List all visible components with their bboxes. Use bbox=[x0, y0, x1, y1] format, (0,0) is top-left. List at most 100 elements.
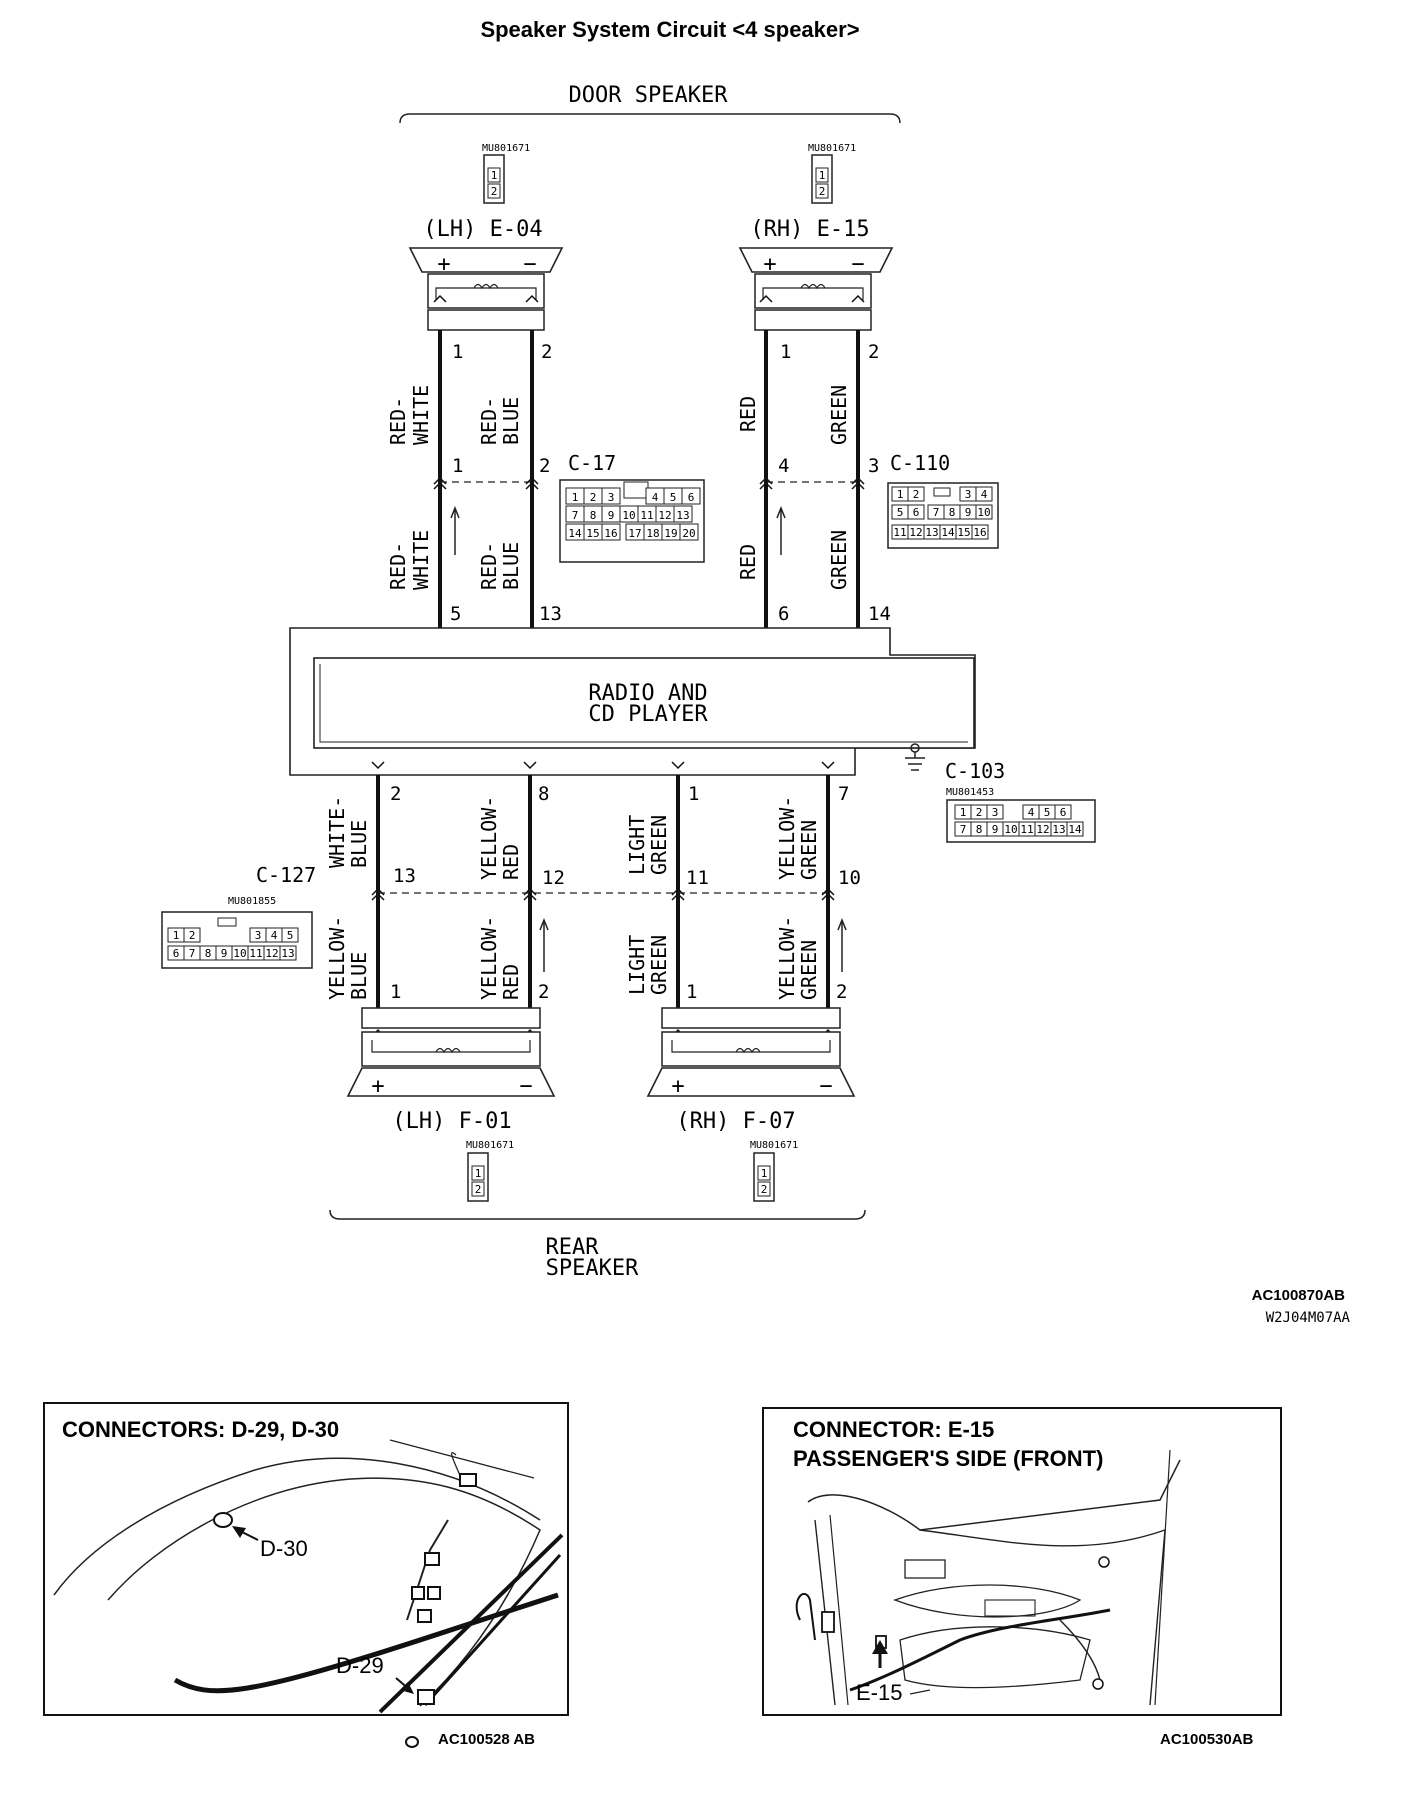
svg-text:2: 2 bbox=[761, 1183, 768, 1196]
connector-pin-label: 8 bbox=[590, 509, 597, 522]
svg-text:13: 13 bbox=[539, 603, 562, 625]
svg-text:13: 13 bbox=[393, 865, 416, 887]
svg-text:8: 8 bbox=[538, 783, 549, 805]
connector-pin-label: 10 bbox=[233, 947, 246, 960]
connector-pin-label: 10 bbox=[1004, 823, 1017, 836]
svg-text:GREEN: GREEN bbox=[827, 530, 851, 590]
connector-pin-label: 1 bbox=[173, 929, 180, 942]
connector-pin-label: 7 bbox=[933, 506, 940, 519]
svg-text:2: 2 bbox=[541, 341, 552, 363]
connector-cell bbox=[1066, 821, 1084, 837]
svg-text:RED: RED bbox=[736, 544, 760, 580]
svg-text:5: 5 bbox=[450, 603, 461, 625]
rear-speaker-label-line1: REAR bbox=[546, 1235, 600, 1260]
front-direction-arrows bbox=[450, 505, 786, 555]
rear-speaker-label-line2: SPEAKER bbox=[546, 1256, 639, 1281]
c110-label: C-110 bbox=[890, 451, 950, 475]
svg-text:6: 6 bbox=[778, 603, 789, 625]
svg-text:RED-: RED- bbox=[477, 542, 501, 590]
svg-text:YELLOW-: YELLOW- bbox=[477, 916, 501, 1000]
rear-chevrons bbox=[371, 761, 835, 1037]
svg-text:1: 1 bbox=[780, 341, 791, 363]
speaker-lh-front: (LH) E-04 + − bbox=[408, 217, 564, 331]
connector-pin-label: 7 bbox=[572, 509, 579, 522]
svg-text:RED-: RED- bbox=[477, 397, 501, 445]
svg-text:1: 1 bbox=[761, 1167, 768, 1180]
f07-connector-symbol: MU801671 1 2 bbox=[750, 1140, 798, 1202]
connector-pin-label: 16 bbox=[973, 526, 986, 539]
svg-text:WHITE: WHITE bbox=[409, 385, 433, 445]
connector-pin-label: 3 bbox=[608, 491, 615, 504]
connector-pin-label: 11 bbox=[640, 509, 653, 522]
svg-text:2: 2 bbox=[819, 185, 826, 198]
speaker-rh-rear: + − (RH) F-07 bbox=[646, 1007, 856, 1134]
svg-text:1: 1 bbox=[475, 1167, 482, 1180]
connector-pin-label: 12 bbox=[1036, 823, 1049, 836]
connector-pin-label: 4 bbox=[1028, 806, 1035, 819]
panel-right-code: AC100530AB bbox=[1160, 1731, 1254, 1748]
door-speaker-bracket bbox=[399, 113, 901, 124]
connector-pin-label: 2 bbox=[976, 806, 983, 819]
connector-pin-label: 5 bbox=[897, 506, 904, 519]
connector-pin-label: 9 bbox=[965, 506, 972, 519]
svg-text:MU801671: MU801671 bbox=[750, 1140, 798, 1151]
speaker-lh-rear-label: (LH) F-01 bbox=[392, 1109, 511, 1134]
svg-text:BLUE: BLUE bbox=[347, 952, 371, 1000]
speaker-rh-front: (RH) E-15 + − bbox=[738, 217, 894, 331]
connector-pin-label: 6 bbox=[1060, 806, 1067, 819]
svg-text:+: + bbox=[371, 1074, 384, 1099]
diagram-title: Speaker System Circuit <4 speaker> bbox=[480, 17, 859, 42]
connector-pin-label: 4 bbox=[271, 929, 278, 942]
svg-text:YELLOW-: YELLOW- bbox=[775, 916, 799, 1000]
connector-pin-label: 3 bbox=[965, 488, 972, 501]
connector-pin-label: 1 bbox=[572, 491, 579, 504]
svg-text:1: 1 bbox=[390, 981, 401, 1003]
svg-text:GREEN: GREEN bbox=[797, 940, 821, 1000]
svg-text:GREEN: GREEN bbox=[797, 820, 821, 880]
svg-text:1: 1 bbox=[452, 455, 463, 477]
connector-pin-label: 15 bbox=[957, 526, 970, 539]
svg-text:+: + bbox=[671, 1074, 684, 1099]
svg-text:RED: RED bbox=[499, 844, 523, 880]
connector-pin-label: 10 bbox=[977, 506, 990, 519]
connector-cell bbox=[975, 504, 993, 520]
connector-pin-label: 5 bbox=[287, 929, 294, 942]
connector-pin-label: 19 bbox=[664, 527, 677, 540]
svg-text:YELLOW-: YELLOW- bbox=[477, 796, 501, 880]
svg-text:BLUE: BLUE bbox=[499, 542, 523, 590]
connector-pin-label: 7 bbox=[189, 947, 196, 960]
connector-cell bbox=[1054, 804, 1072, 820]
svg-text:−: − bbox=[819, 1074, 832, 1099]
svg-text:MU801671: MU801671 bbox=[466, 1140, 514, 1151]
connector-pin-label: 20 bbox=[682, 527, 695, 540]
svg-text:LIGHT: LIGHT bbox=[625, 815, 649, 875]
svg-text:2: 2 bbox=[538, 981, 549, 1003]
connector-cell bbox=[971, 524, 989, 540]
connector-pin-label: 12 bbox=[658, 509, 671, 522]
connector-pin-label: 14 bbox=[941, 526, 955, 539]
panel-connectors-d29-d30: CONNECTORS: D-29, D-30 D-30 D-29 AC10052… bbox=[43, 1402, 569, 1748]
connector-pin-label: 12 bbox=[265, 947, 278, 960]
connector-pin-label: 2 bbox=[189, 929, 196, 942]
svg-text:10: 10 bbox=[838, 867, 861, 889]
rear-wires bbox=[376, 775, 830, 1022]
connector-pin-label: 16 bbox=[604, 527, 617, 540]
connector-pin-label: 17 bbox=[628, 527, 641, 540]
connector-pin-label: 4 bbox=[981, 488, 988, 501]
panel-right-title-line1: CONNECTOR: E-15 bbox=[793, 1417, 994, 1442]
svg-text:WHITE: WHITE bbox=[409, 530, 433, 590]
connector-pin-label: 1 bbox=[960, 806, 967, 819]
svg-text:1: 1 bbox=[819, 169, 826, 182]
callout-e15: E-15 bbox=[856, 1680, 902, 1705]
connector-cell bbox=[601, 523, 621, 541]
svg-text:2: 2 bbox=[390, 783, 401, 805]
f01-connector-symbol: MU801671 1 2 bbox=[466, 1140, 514, 1202]
panel-connector-e15: CONNECTOR: E-15 PASSENGER'S SIDE (FRONT)… bbox=[762, 1407, 1282, 1748]
connector-pin-label: 3 bbox=[992, 806, 999, 819]
svg-text:RED-: RED- bbox=[386, 542, 410, 590]
svg-text:2: 2 bbox=[539, 455, 550, 477]
speaker-rh-rear-label: (RH) F-07 bbox=[676, 1109, 795, 1134]
svg-text:2: 2 bbox=[491, 185, 498, 198]
